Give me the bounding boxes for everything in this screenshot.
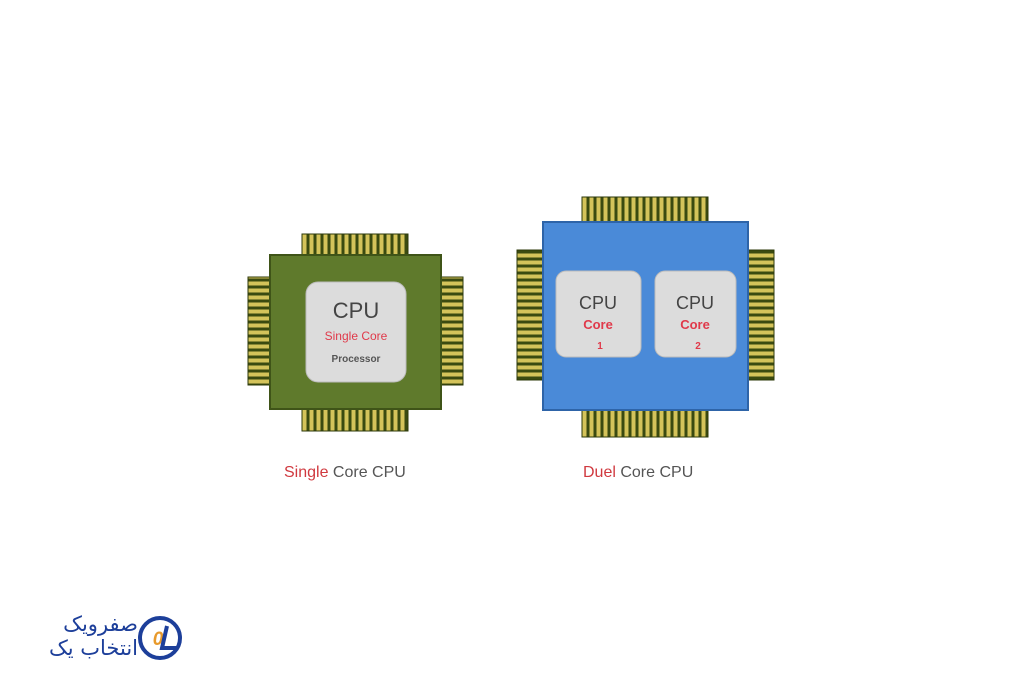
core-1-subtitle: Core [583, 317, 613, 332]
pins-bottom [301, 408, 409, 432]
core-box-1 [555, 270, 642, 358]
label-rest: Core CPU [615, 464, 694, 481]
pins-left [247, 276, 272, 386]
label-rest: Core CPU [328, 464, 406, 481]
logo-mark-icon: 0 [138, 616, 182, 660]
svg-text:0: 0 [153, 629, 164, 650]
core-2-number: 2 [695, 341, 701, 352]
core-box [305, 281, 407, 383]
core-caption: Processor [332, 354, 381, 365]
core-1-title: CPU [579, 293, 617, 313]
label-highlight: Duel [583, 464, 616, 481]
logo-line-2: انتخاب یک [48, 636, 138, 660]
pins-right [746, 249, 775, 381]
core-subtitle: Single Core [325, 329, 388, 343]
core-1-number: 1 [597, 341, 603, 352]
core-title: CPU [333, 298, 379, 323]
pins-top [301, 233, 409, 257]
single-core-chip: CPU Single Core Processor [247, 233, 464, 432]
pins-bottom [581, 409, 709, 438]
label-highlight: Single [284, 464, 329, 481]
pins-top [581, 196, 709, 224]
single-core-label: Single Core CPU [284, 464, 406, 482]
pins-left [516, 249, 545, 381]
core-2-title: CPU [676, 293, 714, 313]
logo-text: صفرویک انتخاب یک [49, 612, 138, 660]
pins-right [439, 276, 464, 386]
dual-core-label: Duel Core CPU [583, 464, 693, 482]
brand-logo: صفرویک انتخاب یک 0 [28, 610, 188, 670]
dual-core-chip: CPU Core 1 CPU Core 2 [516, 196, 775, 438]
logo-line-1: صفرویک [63, 612, 138, 636]
core-2-subtitle: Core [680, 317, 710, 332]
core-box-2 [654, 270, 737, 358]
